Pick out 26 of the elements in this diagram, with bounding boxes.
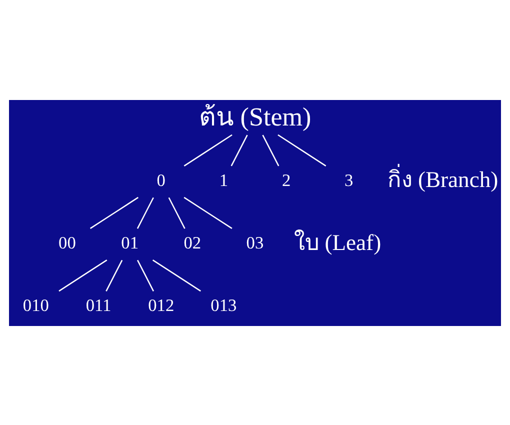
node-text: 013 [210,296,237,315]
node-text: 03 [246,233,264,252]
node-text: 3 [344,170,354,190]
node-text: 010 [22,296,49,315]
connector [278,134,326,166]
connector [184,196,232,229]
node-text: 011 [86,296,112,315]
node-text: 01 [121,233,139,252]
connector [90,196,139,229]
node-text: 012 [148,296,174,315]
connector [262,134,280,166]
node-text: 1 [219,170,228,190]
connector [58,259,108,292]
node-text: ต้น (Stem) [198,102,312,132]
node-text: 00 [58,233,76,252]
node-text: 02 [184,233,202,252]
connector [136,259,154,291]
node-text: 2 [282,170,291,190]
connector [184,134,232,166]
connector [106,259,123,291]
connector [136,196,154,228]
label: ใบ (Leaf) [294,229,382,254]
connector [230,134,248,166]
node-text: 0 [156,170,166,190]
connector [152,259,202,292]
connector [168,196,186,228]
